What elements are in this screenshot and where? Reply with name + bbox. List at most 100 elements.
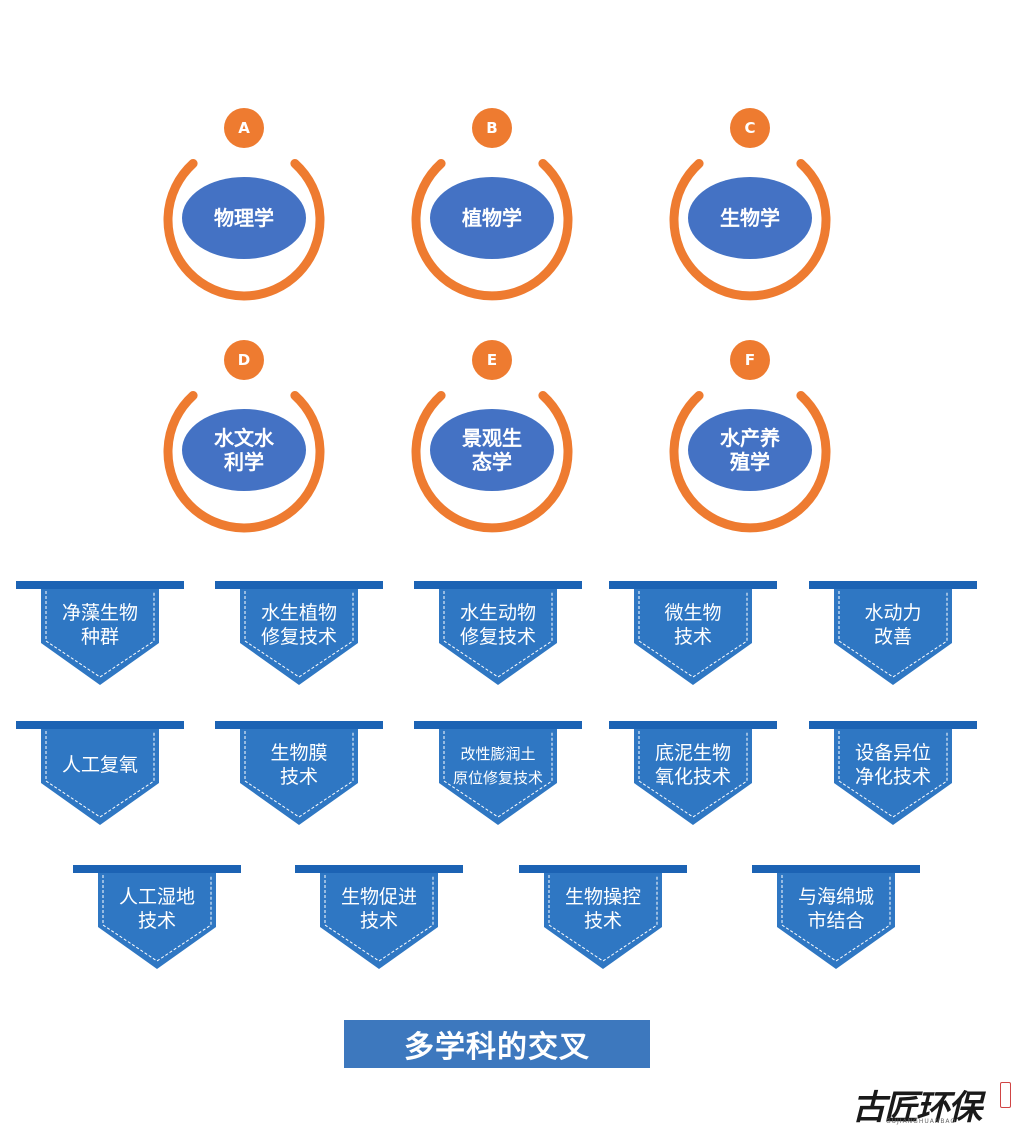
technology-label: 技术 bbox=[280, 766, 318, 788]
discipline-ring bbox=[669, 391, 831, 533]
technology-tag-body bbox=[240, 587, 358, 685]
technology-label: 氧化技术 bbox=[655, 766, 731, 788]
technology-tag-dash-border bbox=[443, 731, 553, 818]
technology-tag-ribbon bbox=[609, 721, 777, 729]
discipline-disc bbox=[430, 409, 554, 491]
technology-label: 修复技术 bbox=[460, 626, 536, 648]
technology-tag-body bbox=[98, 871, 216, 969]
discipline-label: 殖学 bbox=[730, 450, 770, 474]
discipline-badge-letter: B bbox=[486, 119, 497, 137]
technology-label: 技术 bbox=[138, 910, 176, 932]
technology-tag-dash-border bbox=[838, 731, 948, 818]
discipline-badge bbox=[730, 340, 770, 380]
discipline-badge bbox=[472, 340, 512, 380]
discipline-label: 水产养 bbox=[720, 426, 780, 450]
technology-tag-body bbox=[41, 587, 159, 685]
technology-tag-dash-border bbox=[244, 731, 354, 818]
footer-title: 多学科的交叉 bbox=[404, 1030, 590, 1065]
discipline-label: 景观生 bbox=[462, 426, 522, 450]
discipline-ring bbox=[163, 159, 325, 301]
technology-tag-dash-border bbox=[443, 591, 553, 678]
technology-label: 市结合 bbox=[807, 910, 864, 932]
discipline-disc bbox=[430, 177, 554, 259]
technology-tag-body bbox=[439, 587, 557, 685]
discipline-badge bbox=[472, 108, 512, 148]
technology-tag-dash-border bbox=[781, 875, 891, 962]
technology-tag-body bbox=[439, 727, 557, 825]
technology-label: 设备异位 bbox=[855, 742, 931, 764]
technology-tag-ribbon bbox=[609, 581, 777, 589]
technology-tag-dash-border bbox=[45, 591, 155, 678]
technology-label: 技术 bbox=[584, 910, 622, 932]
technology-tag-ribbon bbox=[809, 721, 977, 729]
technology-tag: 人工复氧 bbox=[16, 721, 184, 825]
technology-tag-ribbon bbox=[519, 865, 687, 873]
discipline-label: 物理学 bbox=[214, 206, 274, 230]
technology-label: 生物操控 bbox=[565, 886, 641, 908]
technology-tag-body bbox=[41, 727, 159, 825]
technology-label: 底泥生物 bbox=[655, 742, 731, 764]
technology-label: 改善 bbox=[874, 626, 912, 648]
logo-name: 古匠环保 bbox=[852, 1088, 982, 1128]
discipline-ring bbox=[669, 159, 831, 301]
technology-tag-body bbox=[544, 871, 662, 969]
discipline-badge bbox=[224, 108, 264, 148]
discipline-label: 植物学 bbox=[462, 206, 522, 230]
technology-label: 原位修复技术 bbox=[453, 769, 543, 787]
technology-tag-body bbox=[777, 871, 895, 969]
technology-label: 改性膨润土 bbox=[460, 745, 535, 763]
technology-label: 水生动物 bbox=[460, 602, 536, 624]
discipline-badge bbox=[224, 340, 264, 380]
discipline-ring bbox=[163, 391, 325, 533]
technology-label: 修复技术 bbox=[261, 626, 337, 648]
technology-tag-body bbox=[834, 587, 952, 685]
logo-pinyin: GUJIANGHUANBAO bbox=[886, 1118, 957, 1125]
footer-banner: 多学科的交叉 bbox=[344, 1020, 650, 1068]
technology-tag-dash-border bbox=[324, 875, 434, 962]
technology-tag-dash-border bbox=[638, 591, 748, 678]
technology-label: 净化技术 bbox=[855, 766, 931, 788]
technology-tag-ribbon bbox=[16, 581, 184, 589]
technology-tag-ribbon bbox=[295, 865, 463, 873]
discipline-label: 态学 bbox=[472, 450, 512, 474]
technology-label: 人工复氧 bbox=[62, 754, 138, 776]
technology-label: 微生物 bbox=[664, 602, 721, 624]
technology-label: 生物膜 bbox=[270, 742, 327, 764]
discipline-badge-letter: C bbox=[744, 119, 755, 137]
discipline-label: 水文水 bbox=[214, 426, 275, 450]
discipline-disc bbox=[688, 409, 812, 491]
technology-label: 水动力 bbox=[864, 602, 921, 624]
discipline-label: 生物学 bbox=[720, 206, 780, 230]
logo-seal-icon bbox=[1000, 1082, 1011, 1108]
discipline-badge bbox=[730, 108, 770, 148]
technology-tag-ribbon bbox=[215, 581, 383, 589]
discipline-disc bbox=[182, 409, 306, 491]
technology-label: 与海绵城 bbox=[798, 886, 874, 908]
technology-label: 人工湿地 bbox=[119, 886, 195, 908]
technology-tag-ribbon bbox=[809, 581, 977, 589]
technology-tag-dash-border bbox=[102, 875, 212, 962]
technology-label: 水生植物 bbox=[261, 602, 337, 624]
technology-tag-ribbon bbox=[73, 865, 241, 873]
discipline-c: C 生物学 bbox=[669, 108, 831, 301]
technology-tag-ribbon bbox=[16, 721, 184, 729]
technology-tag-ribbon bbox=[414, 721, 582, 729]
technology-section: 净藻生物种群水生植物修复技术水生动物修复技术微生物技术水动力改善人工复氧生物膜技… bbox=[16, 581, 977, 969]
technology-tag-body bbox=[634, 727, 752, 825]
technology-tag-dash-border bbox=[45, 731, 155, 818]
technology-tag-ribbon bbox=[752, 865, 920, 873]
technology-tag-ribbon bbox=[215, 721, 383, 729]
